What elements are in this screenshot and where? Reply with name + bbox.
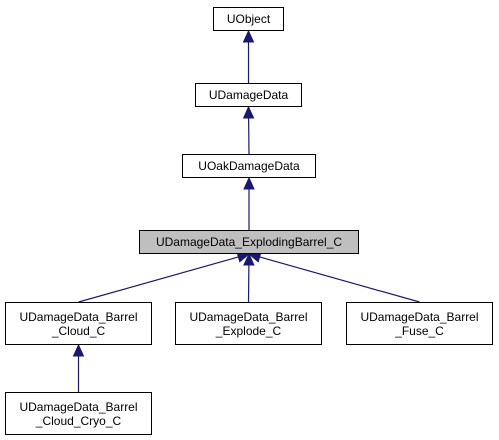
inheritance-arrowhead (242, 29, 255, 43)
class-node-barrel-cloud-cryo[interactable]: UDamageData_Barrel _Cloud_Cryo_C (5, 392, 152, 435)
class-node-uobject[interactable]: UObject (213, 7, 284, 31)
node-label-line: _Cloud_C (51, 323, 106, 338)
node-label-line: _Cloud_Cryo_C (35, 413, 122, 428)
class-node-barrel-fuse[interactable]: UDamageData_Barrel _Fuse_C (346, 302, 493, 345)
node-label-line: UDamageData_Barrel (189, 309, 308, 324)
node-label-line: UDamageData_Barrel (19, 399, 138, 414)
inheritance-arrowhead (72, 343, 85, 357)
inheritance-arrowhead (242, 105, 255, 119)
inheritance-arrowhead (243, 176, 255, 190)
inheritance-arrowhead (243, 252, 255, 266)
node-label-line: UOakDamageData (198, 159, 300, 173)
node-label-line: UDamageData_Barrel (360, 309, 479, 324)
node-label-line: UDamageData (208, 88, 289, 102)
node-label-line: UDamageData_ExplodingBarrel_C (155, 235, 343, 249)
class-node-udamagedata[interactable]: UDamageData (195, 83, 302, 107)
node-label-line: _Fuse_C (395, 323, 444, 338)
class-node-uoakdamagedata[interactable]: UOakDamageData (182, 154, 316, 178)
node-label-line: UObject (226, 12, 271, 26)
class-node-barrel-cloud[interactable]: UDamageData_Barrel _Cloud_C (5, 302, 152, 345)
class-node-barrel-explode[interactable]: UDamageData_Barrel _Explode_C (175, 302, 322, 345)
node-label-line: UDamageData_Barrel (19, 309, 138, 324)
inheritance-edge (259, 256, 420, 303)
node-label-line: _Explode_C (215, 323, 282, 338)
inheritance-edge (78, 256, 239, 303)
class-node-explodingbarrel-current: UDamageData_ExplodingBarrel_C (139, 230, 359, 254)
